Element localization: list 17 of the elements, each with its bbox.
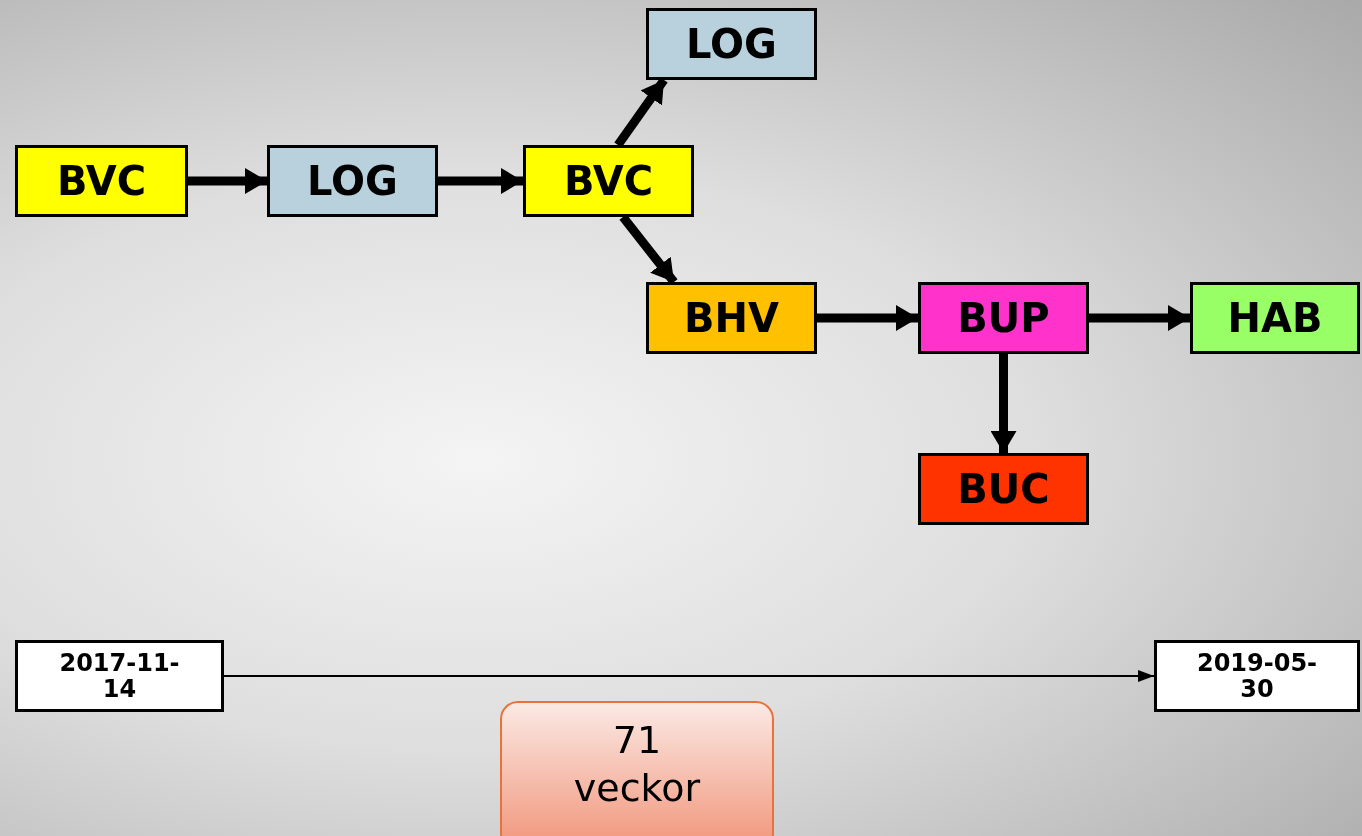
arrow	[438, 168, 523, 194]
process-box: LOG	[646, 8, 817, 80]
process-box: HAB	[1190, 282, 1360, 354]
duration-box: 71 veckor	[500, 701, 774, 836]
process-box: BUP	[918, 282, 1089, 354]
process-box: LOG	[267, 145, 438, 217]
date-box: 2017-11-14	[15, 640, 224, 712]
arrow	[1089, 305, 1190, 331]
process-box: BHV	[646, 282, 817, 354]
process-box: BVC	[523, 145, 694, 217]
date-box: 2019-05-30	[1154, 640, 1360, 712]
arrow	[990, 354, 1017, 453]
arrow	[188, 168, 267, 194]
process-box: BUC	[918, 453, 1089, 525]
arrow	[817, 305, 918, 331]
arrow	[223, 670, 1155, 682]
process-box: BVC	[15, 145, 188, 217]
